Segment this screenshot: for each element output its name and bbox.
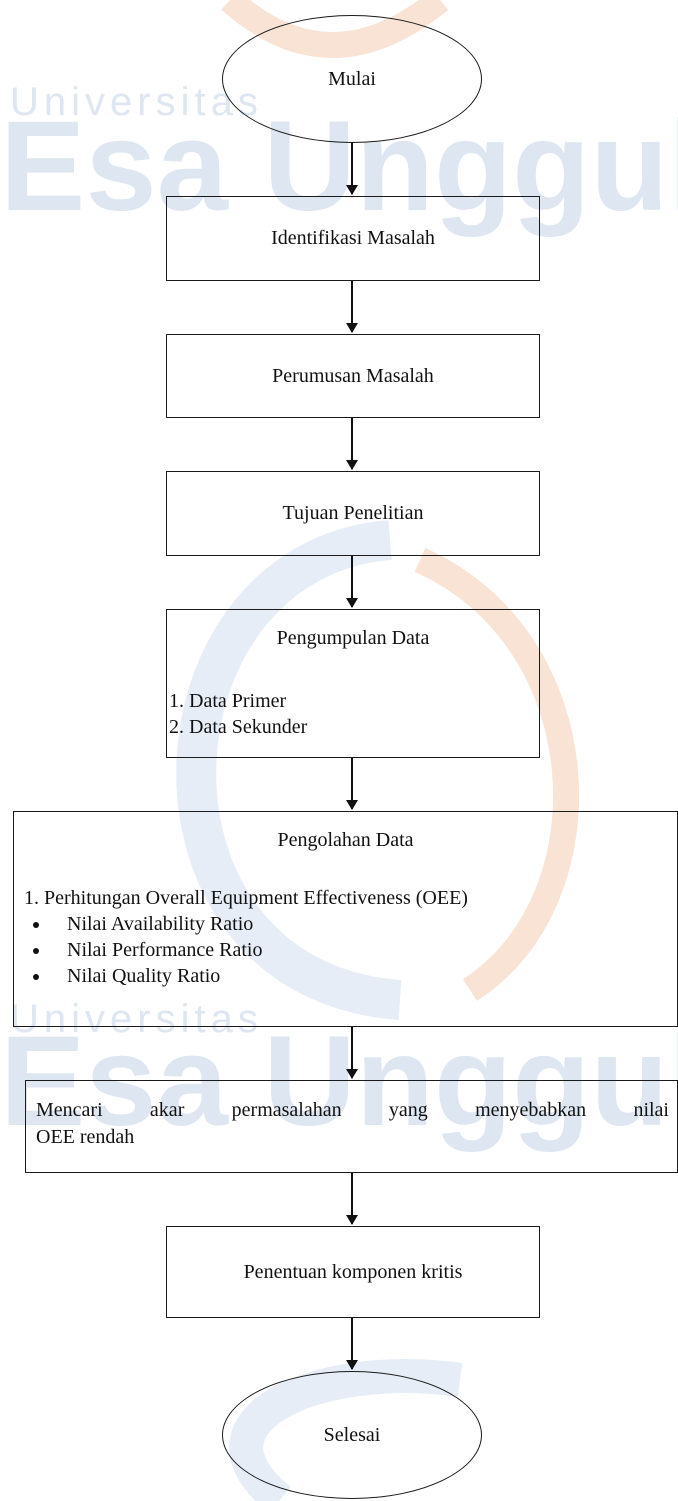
list-item: Nilai Availability Ratio [27, 911, 677, 937]
oee-heading: 1. Perhitungan Overall Equipment Effecti… [24, 887, 468, 909]
research-objectives-box: Tujuan Penelitian [166, 471, 540, 556]
end-label: Selesai [323, 1423, 381, 1446]
data-collection-list: 1. Data Primer 2. Data Sekunder [167, 688, 539, 740]
bullet-text: Nilai Performance Ratio [67, 939, 263, 961]
watermark-brand-bottom: Esa Unggul [0, 1010, 678, 1153]
bullet-icon [33, 948, 39, 955]
list-item: Nilai Performance Ratio [27, 937, 677, 963]
list-item: 1. Data Primer [169, 690, 287, 712]
data-collection-box: Pengumpulan Data 1. Data Primer 2. Data … [166, 609, 540, 758]
research-objectives-label: Tujuan Penelitian [282, 502, 424, 524]
critical-component-box: Penentuan komponen kritis [166, 1226, 540, 1318]
root-cause-box: Mencari akar permasalahan yang menyebabk… [25, 1080, 678, 1173]
root-cause-line-2: OEE rendah [36, 1126, 135, 1148]
watermark-swoosh-orange-mid [414, 548, 579, 1001]
data-processing-list: 1. Perhitungan Overall Equipment Effecti… [14, 885, 677, 989]
data-processing-title: Pengolahan Data [277, 829, 414, 851]
bullet-text: Nilai Availability Ratio [67, 913, 254, 935]
root-cause-text: Mencari akar permasalahan yang menyebabk… [36, 1097, 669, 1151]
identify-problem-box: Identifikasi Masalah [166, 196, 540, 281]
formulate-problem-label: Perumusan Masalah [272, 364, 434, 387]
formulate-problem-box: Perumusan Masalah [166, 334, 540, 418]
bullet-icon [33, 922, 39, 929]
watermark-university-top: Universitas [10, 80, 263, 124]
start-label: Mulai [328, 67, 376, 90]
bullet-text: Nilai Quality Ratio [67, 965, 221, 987]
identify-problem-label: Identifikasi Masalah [271, 227, 435, 249]
list-item: Nilai Quality Ratio [27, 963, 677, 989]
root-cause-line-1: Mencari akar permasalahan yang menyebabk… [36, 1099, 669, 1121]
data-processing-box: Pengolahan Data 1. Perhitungan Overall E… [13, 811, 678, 1027]
watermark-university-bottom: Universitas [10, 997, 263, 1041]
watermark-swoosh-blue-mid [176, 520, 402, 1020]
end-terminal: Selesai [222, 1371, 482, 1499]
data-collection-title: Pengumpulan Data [276, 627, 430, 649]
start-terminal: Mulai [222, 15, 482, 143]
critical-component-label: Penentuan komponen kritis [243, 1260, 463, 1283]
list-item: 2. Data Sekunder [169, 716, 308, 738]
bullet-icon [33, 974, 39, 981]
